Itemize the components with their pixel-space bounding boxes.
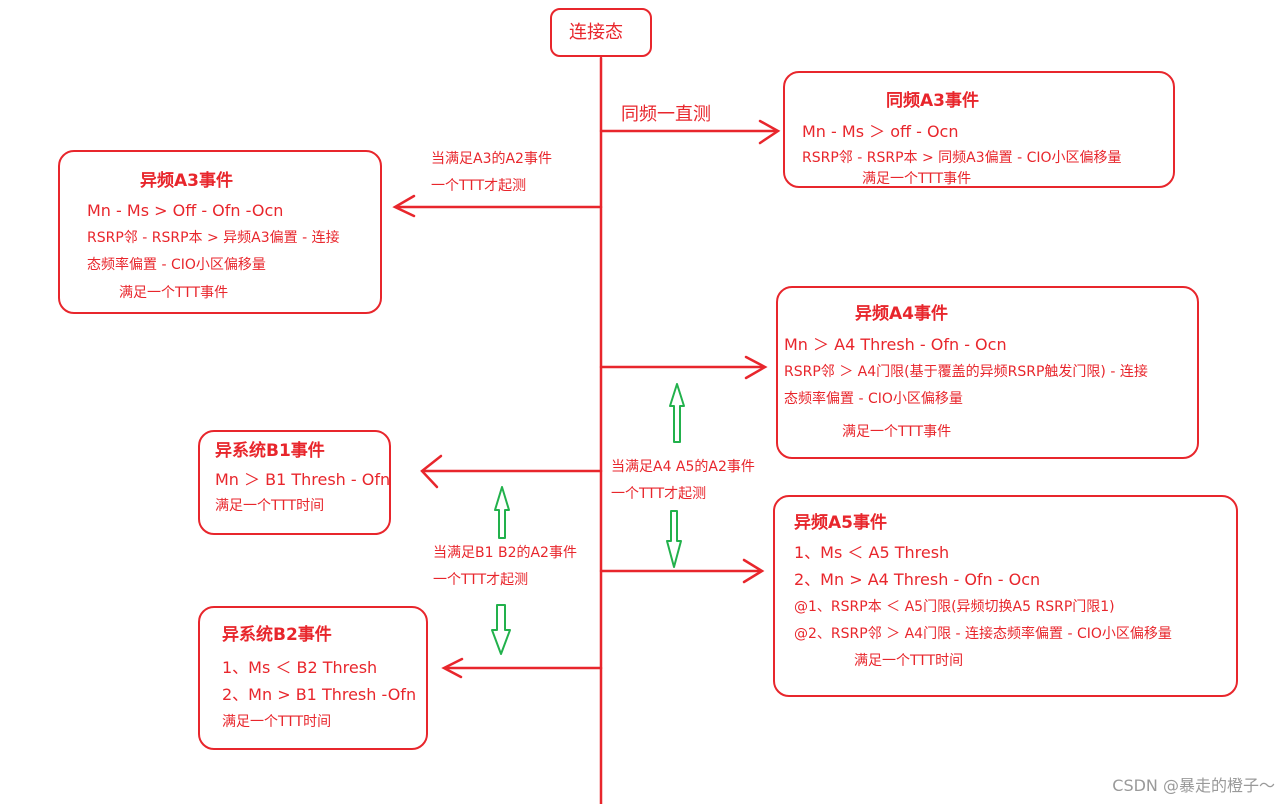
intra-freq-a3-box: 同频A3事件 Mn - Ms ＞ off - Ocn RSRP邻 - RSRP本… bbox=[783, 71, 1175, 188]
inter-freq-a5-line5: 满足一个TTT时间 bbox=[854, 653, 964, 669]
green-down-arrow-a5 bbox=[666, 510, 682, 568]
arrowhead-inter-a3 bbox=[392, 194, 416, 218]
a2-note-b1b2-line2: 一个TTT才起测 bbox=[433, 572, 529, 588]
a2-note-a4a5-line2: 一个TTT才起测 bbox=[611, 486, 707, 502]
inter-freq-a5-line3: @1、RSRP本 ＜ A5门限(异频切换A5 RSRP门限1) bbox=[794, 599, 1115, 615]
inter-freq-a4-line4: 满足一个TTT事件 bbox=[842, 424, 952, 440]
green-down-arrow-b2 bbox=[491, 604, 511, 655]
inter-freq-a4-box: 异频A4事件 Mn ＞ A4 Thresh - Ofn - Ocn RSRP邻 … bbox=[776, 286, 1199, 459]
intra-freq-a3-line3: 满足一个TTT事件 bbox=[862, 171, 972, 187]
irat-b2-line1: 1、Ms ＜ B2 Thresh bbox=[222, 658, 378, 677]
arrowhead-b2 bbox=[441, 657, 464, 679]
irat-b2-line2: 2、Mn > B1 Thresh -Ofn bbox=[222, 685, 417, 704]
inter-freq-a5-line4: @2、RSRP邻 ＞ A4门限 - 连接态频率偏置 - CIO小区偏移量 bbox=[794, 626, 1172, 642]
connected-state-label: 连接态 bbox=[569, 22, 623, 43]
inter-freq-a3-box: 异频A3事件 Mn - Ms > Off - Ofn -Ocn RSRP邻 - … bbox=[58, 150, 382, 314]
inter-freq-a5-line1: 1、Ms ＜ A5 Thresh bbox=[794, 543, 950, 562]
inter-freq-a4-line2: RSRP邻 ＞ A4门限(基于覆盖的异频RSRP触发门限) - 连接 bbox=[784, 364, 1148, 380]
intra-freq-a3-title: 同频A3事件 bbox=[886, 91, 979, 111]
irat-b1-line1: Mn ＞ B1 Thresh - Ofn bbox=[215, 470, 391, 489]
irat-b1-title: 异系统B1事件 bbox=[215, 441, 325, 461]
irat-b2-line3: 满足一个TTT时间 bbox=[222, 714, 332, 730]
inter-freq-a5-box: 异频A5事件 1、Ms ＜ A5 Thresh 2、Mn > A4 Thresh… bbox=[773, 495, 1238, 697]
inter-freq-a3-title: 异频A3事件 bbox=[140, 171, 233, 191]
arrowhead-b1 bbox=[420, 454, 443, 489]
csdn-watermark: CSDN @暴走的橙子～ bbox=[1112, 776, 1275, 795]
inter-freq-a5-title: 异频A5事件 bbox=[794, 513, 887, 533]
arrowhead-inter-a4 bbox=[744, 355, 768, 380]
arrowhead-a5 bbox=[742, 558, 765, 584]
arrowhead-intra-a3 bbox=[758, 119, 781, 145]
a2-note-a3-line2: 一个TTT才起测 bbox=[431, 178, 527, 194]
green-up-arrow-b1 bbox=[494, 486, 510, 539]
a2-note-a3-line1: 当满足A3的A2事件 bbox=[431, 151, 552, 167]
main-branch-label: 同频一直测 bbox=[621, 104, 711, 125]
inter-freq-a4-line3: 态频率偏置 - CIO小区偏移量 bbox=[784, 391, 963, 407]
intra-freq-a3-line2: RSRP邻 - RSRP本 > 同频A3偏置 - CIO小区偏移量 bbox=[802, 150, 1122, 166]
inter-freq-a4-line1: Mn ＞ A4 Thresh - Ofn - Ocn bbox=[784, 335, 1007, 354]
green-up-arrow-a4 bbox=[669, 383, 685, 443]
connected-state-node: 连接态 bbox=[550, 8, 652, 57]
inter-freq-a5-line2: 2、Mn > A4 Thresh - Ofn - Ocn bbox=[794, 570, 1041, 589]
inter-freq-a3-line3: 态频率偏置 - CIO小区偏移量 bbox=[87, 257, 266, 273]
a2-note-b1b2-line1: 当满足B1 B2的A2事件 bbox=[433, 545, 577, 561]
inter-freq-a4-title: 异频A4事件 bbox=[855, 304, 948, 324]
intra-freq-a3-line1: Mn - Ms ＞ off - Ocn bbox=[802, 122, 959, 141]
irat-b1-line2: 满足一个TTT时间 bbox=[215, 498, 325, 514]
irat-b1-box: 异系统B1事件 Mn ＞ B1 Thresh - Ofn 满足一个TTT时间 bbox=[198, 430, 391, 535]
inter-freq-a3-line2: RSRP邻 - RSRP本 > 异频A3偏置 - 连接 bbox=[87, 230, 340, 246]
irat-b2-box: 异系统B2事件 1、Ms ＜ B2 Thresh 2、Mn > B1 Thres… bbox=[198, 606, 428, 750]
irat-b2-title: 异系统B2事件 bbox=[222, 625, 332, 645]
inter-freq-a3-line4: 满足一个TTT事件 bbox=[119, 285, 229, 301]
a2-note-a4a5-line1: 当满足A4 A5的A2事件 bbox=[611, 459, 755, 475]
inter-freq-a3-line1: Mn - Ms > Off - Ofn -Ocn bbox=[87, 201, 284, 220]
